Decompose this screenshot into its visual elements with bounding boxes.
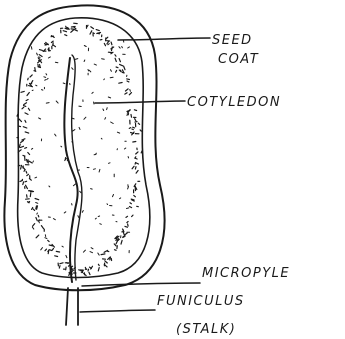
label-seed-coat-1: SEED bbox=[212, 33, 253, 48]
label-cotyledon: COTYLEDON bbox=[187, 95, 281, 110]
leader-funiculus bbox=[80, 310, 155, 312]
label-micropyle: MICROPYLE bbox=[202, 266, 290, 281]
cotyledon-stippling bbox=[17, 23, 142, 275]
label-stalk: (STALK) bbox=[176, 322, 236, 337]
label-seed-coat-2: COAT bbox=[218, 52, 259, 67]
leader-cotyledon bbox=[95, 101, 185, 103]
cotyledon-split-inner bbox=[72, 55, 82, 280]
label-funiculus: FUNICULUS bbox=[157, 294, 245, 309]
cotyledon-outline bbox=[18, 18, 150, 278]
leader-micropyle bbox=[82, 283, 200, 286]
funiculus-stalk bbox=[66, 288, 78, 325]
